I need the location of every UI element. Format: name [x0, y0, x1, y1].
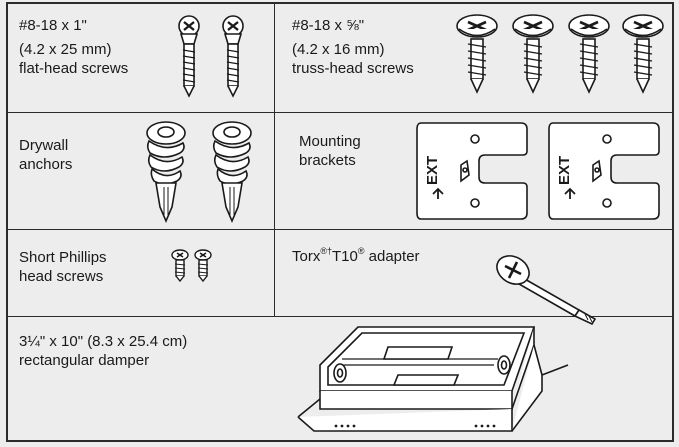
torx-label: Torx®†T10® adapter: [292, 246, 420, 266]
cell-damper: 3¼" x 10" (8.3 x 25.4 cm) rectangular da…: [8, 317, 672, 442]
torx-reg-mark: ®†: [320, 246, 332, 256]
short-phillips-line2: head screws: [19, 268, 104, 285]
drywall-anchor-icon: [146, 121, 252, 224]
cell-short-phillips: Short Phillips head screws: [8, 230, 274, 316]
cell-flat-head-screws: #8-18 x 1" (4.2 x 25 mm) flat-head screw…: [8, 4, 274, 112]
torx-model: T10: [331, 248, 358, 265]
torx-adapter-icon: [496, 255, 597, 326]
torx-prefix: Torx: [292, 248, 321, 265]
truss-head-line3: truss-head screws: [292, 60, 414, 77]
row-divider: [8, 112, 672, 113]
row-divider: [8, 229, 672, 230]
damper-line1: 3¼" x 10" (8.3 x 25.4 cm): [19, 333, 188, 350]
drywall-line2: anchors: [19, 156, 73, 173]
drywall-line1: Drywall: [19, 137, 69, 154]
brackets-line1: Mounting: [299, 133, 361, 150]
arrow-icon: [432, 187, 444, 199]
damper-icon: [297, 326, 569, 432]
cell-drywall-anchors: Drywall anchors: [8, 113, 274, 229]
bracket-ext-label: EXT: [424, 156, 441, 185]
short-screw-icon: [171, 249, 212, 283]
arrow-icon: [564, 187, 576, 199]
bracket-ext-label: EXT: [556, 156, 573, 185]
truss-head-line1: #8-18 x ⅝": [292, 17, 365, 34]
brackets-line2: brackets: [299, 152, 356, 169]
cell-torx-adapter: Torx®†T10® adapter: [275, 230, 672, 326]
damper-line2: rectangular damper: [19, 352, 150, 369]
flat-head-line2: (4.2 x 25 mm): [19, 41, 112, 58]
mounting-bracket-icon: EXT EXT: [416, 122, 660, 220]
parts-table: #8-18 x 1" (4.2 x 25 mm) flat-head screw…: [6, 2, 674, 442]
truss-head-screw-icon: [456, 14, 664, 94]
t10-reg-mark: ®: [357, 246, 365, 256]
torx-suffix: adapter: [364, 248, 420, 265]
column-divider: [274, 4, 275, 316]
row-divider: [8, 316, 672, 317]
flat-head-line3: flat-head screws: [19, 60, 129, 77]
flat-head-screw-icon: [178, 15, 244, 98]
cell-truss-head-screws: #8-18 x ⅝" (4.2 x 16 mm) truss-head scre…: [275, 4, 672, 112]
cell-mounting-brackets: Mounting brackets: [275, 113, 672, 229]
short-phillips-line1: Short Phillips: [19, 249, 107, 266]
flat-head-line1: #8-18 x 1": [19, 17, 87, 34]
truss-head-line2: (4.2 x 16 mm): [292, 41, 385, 58]
